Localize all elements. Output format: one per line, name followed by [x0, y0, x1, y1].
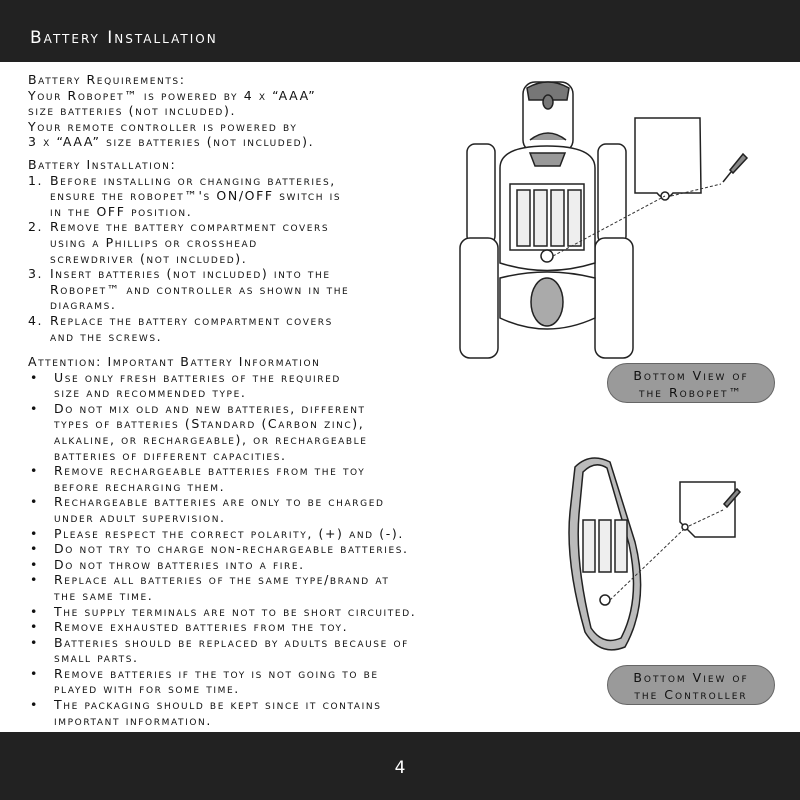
caption-line: Bottom View of — [633, 670, 749, 685]
battery-requirements: Battery Requirements: Your Robopet™ is p… — [28, 72, 316, 150]
page-header: Battery Installation — [0, 0, 800, 62]
page-footer: 4 — [0, 732, 800, 800]
text-line: size and recommended type. — [54, 385, 247, 401]
text-line: in the OFF position. — [50, 203, 193, 219]
page-number: 4 — [394, 758, 406, 778]
text-line: played with for some time. — [54, 681, 240, 697]
text-line: batteries of different capacities. — [54, 447, 287, 463]
text-line: Before installing or changing batteries, — [50, 172, 336, 188]
text-line: and the screws. — [50, 328, 163, 344]
text-line: Your Robopet™ is powered by 4 x “AAA” — [28, 87, 317, 103]
bullet-icon: • — [30, 369, 39, 385]
bullet-item: • Do not try to charge non-rechargeable b… — [28, 541, 416, 557]
bullet-icon: • — [30, 556, 39, 572]
bullet-item: • Do not throw batteries into a fire. — [28, 557, 416, 573]
text-line: ensure the robopet™'s ON/OFF switch is — [50, 188, 342, 204]
bullet-item: • Please respect the correct polarity, (+… — [28, 526, 416, 542]
text-line: Remove the battery compartment covers — [50, 219, 330, 235]
text-line: important information. — [54, 712, 212, 728]
text-line: Do not mix old and new batteries, differ… — [54, 400, 366, 416]
bullet-item: • Batteries should be replaced by adults … — [28, 635, 416, 666]
text-line: Do not try to charge non-rechargeable ba… — [54, 541, 409, 557]
bullet-icon: • — [30, 463, 39, 479]
bullet-item: • Remove exhausted batteries from the toy… — [28, 619, 416, 635]
bullet-item: • The packaging should be kept since it c… — [28, 697, 416, 728]
bullet-item: • Remove batteries if the toy is not goin… — [28, 666, 416, 697]
bullet-item: • Remove rechargeable batteries from the … — [28, 463, 416, 494]
caption-robopet: Bottom View of the Robopet™ — [607, 363, 775, 403]
bullet-item: • Do not mix old and new batteries, diffe… — [28, 401, 416, 463]
text-line: The supply terminals are not to be short… — [54, 603, 417, 619]
bullet-icon: • — [30, 400, 39, 416]
text-line: Remove batteries if the toy is not going… — [54, 665, 379, 681]
requirements-heading: Battery Requirements: — [28, 72, 186, 87]
text-line: alkaline, or rechargeable), or rechargea… — [54, 431, 368, 447]
text-line: Batteries should be replaced by adults b… — [54, 634, 409, 650]
step-item: 3. Insert batteries (not included) into t… — [28, 266, 349, 313]
bullet-icon: • — [30, 603, 39, 619]
text-line: small parts. — [54, 650, 139, 666]
text-line: using a Phillips or crosshead — [50, 234, 258, 250]
bullet-item: • The supply terminals are not to be shor… — [28, 604, 416, 620]
battery-installation: Battery Installation: 1. Before installin… — [28, 157, 349, 344]
step-item: 4. Replace the battery compartment covers… — [28, 313, 349, 344]
step-number: 3. — [28, 266, 44, 282]
caption-line: the Robopet™ — [639, 385, 743, 400]
bullet-icon: • — [30, 619, 39, 635]
bullet-item: • Use only fresh batteries of the require… — [28, 370, 416, 401]
text-line: Robopet™ and controller as shown in the — [50, 281, 350, 297]
bullet-icon: • — [30, 697, 39, 713]
bullet-icon: • — [30, 541, 39, 557]
text-line: screwdriver (not included). — [50, 250, 248, 266]
step-number: 1. — [28, 172, 44, 188]
bullet-item: • Replace all batteries of the same type/… — [28, 572, 416, 603]
text-line: Please respect the correct polarity, (+)… — [54, 525, 404, 541]
step-number: 2. — [28, 219, 44, 235]
text-line: types of batteries (Standard (Carbon zin… — [54, 416, 365, 432]
text-line: The packaging should be kept since it co… — [54, 697, 382, 713]
text-line: Do not throw batteries into a fire. — [54, 556, 305, 572]
text-line: Your remote controller is powered by — [28, 118, 298, 134]
attention-heading: Attention: Important Battery Information — [28, 354, 321, 369]
caption-line: the Controller — [634, 687, 748, 702]
attention-section: Attention: Important Battery Information… — [28, 354, 416, 728]
text-line: Replace all batteries of the same type/b… — [54, 572, 390, 588]
text-line: Replace the battery compartment covers — [50, 312, 333, 328]
page-title: Battery Installation — [30, 28, 218, 48]
caption-line: Bottom View of — [633, 368, 749, 383]
text-line: diagrams. — [50, 297, 117, 313]
step-number: 4. — [28, 312, 44, 328]
bullet-icon: • — [30, 665, 39, 681]
bullet-icon: • — [30, 634, 39, 650]
text-line: size batteries (not included). — [28, 103, 237, 119]
bullet-icon: • — [30, 525, 39, 541]
step-item: 1. Before installing or changing batterie… — [28, 173, 349, 220]
text-line: Insert batteries (not included) into the — [50, 266, 331, 282]
caption-controller: Bottom View of the Controller — [607, 665, 775, 705]
bullet-icon: • — [30, 494, 39, 510]
text-line: under adult supervision. — [54, 509, 226, 525]
bullet-item: • Rechargeable batteries are only to be c… — [28, 494, 416, 525]
text-line: the same time. — [54, 587, 154, 603]
bullet-icon: • — [30, 572, 39, 588]
controller-illustration — [568, 457, 742, 651]
text-line: Use only fresh batteries of the required — [54, 369, 341, 385]
text-line: Remove exhausted batteries from the toy. — [54, 619, 349, 635]
text-line: 3 x “AAA” size batteries (not included). — [28, 134, 315, 150]
text-line: Rechargeable batteries are only to be ch… — [54, 494, 385, 510]
text-line: before recharging them. — [54, 478, 226, 494]
text-line: Remove rechargeable batteries from the t… — [54, 463, 366, 479]
installation-heading: Battery Installation: — [28, 157, 177, 172]
robopet-illustration — [459, 81, 749, 359]
